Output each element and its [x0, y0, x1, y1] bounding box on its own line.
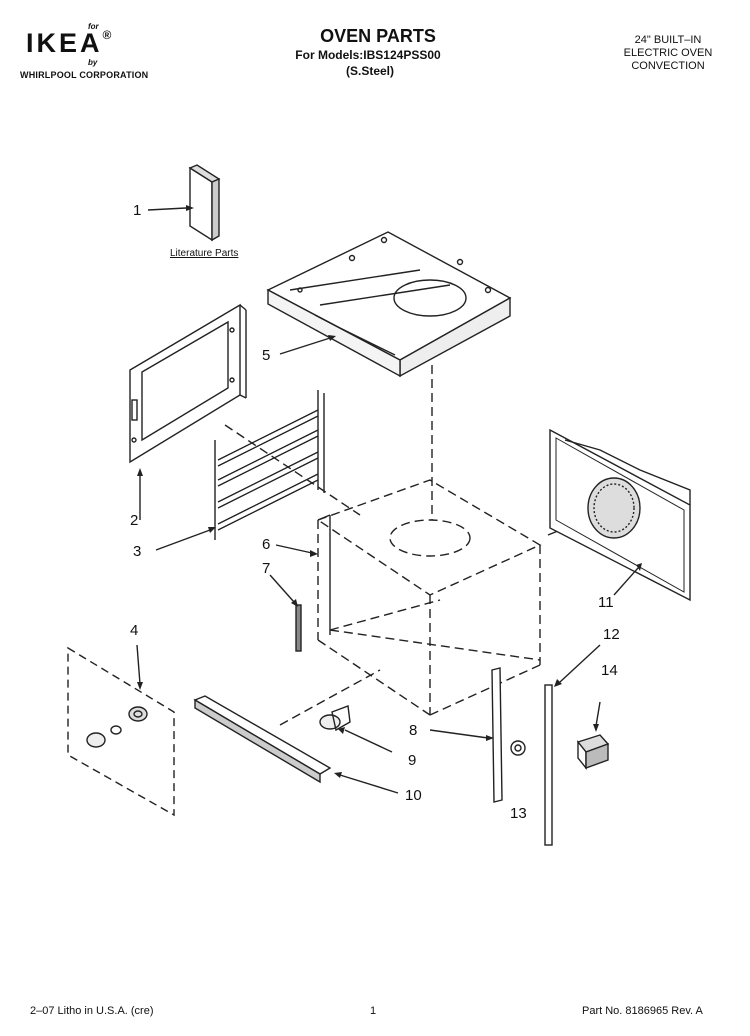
product-type-line2: ELECTRIC OVEN: [623, 47, 713, 59]
product-type-line3: CONVECTION: [631, 60, 705, 72]
registered-mark: ®: [102, 28, 112, 42]
callout-11: 11: [598, 594, 614, 611]
leader-line-4: [136, 644, 141, 685]
door-latch-drawing: [319, 705, 351, 732]
top-panel-drawing: [266, 231, 512, 378]
finish-label: (S.Steel): [345, 64, 394, 78]
front-frame-drawing: [317, 514, 331, 635]
leader-line-7: [269, 574, 295, 603]
literature-booklet-drawing: [188, 164, 221, 242]
vertical-trim-drawing: [544, 684, 553, 846]
callout-2: 2: [130, 512, 139, 529]
leader-line-10: [339, 774, 399, 794]
ikea-logo: IKEA®: [26, 28, 111, 59]
bottom-trim-drawing: [193, 695, 332, 784]
oven-cavity-drawing: [224, 365, 591, 726]
manufacturer-name: WHIRLPOOL CORPORATION: [20, 70, 149, 80]
callout-8: 8: [409, 722, 418, 739]
leader-line-9: [344, 729, 393, 753]
leader-line-6: [275, 544, 313, 554]
callout-7: 7: [262, 560, 271, 577]
logo-wordmark: IKEA: [26, 28, 103, 58]
leader-line-5: [279, 337, 331, 355]
leader-line-3: [155, 529, 211, 551]
oven-racks-drawing: [214, 390, 325, 540]
part-number: Part No. 8186965 Rev. A: [582, 1005, 703, 1017]
callout-9: 9: [408, 752, 417, 769]
leader-line-11: [613, 567, 639, 596]
product-type-line1: 24" BUILT–IN: [634, 34, 702, 46]
print-info: 2–07 Litho in U.S.A. (cre): [30, 1005, 154, 1017]
electrical-module-drawing: [576, 734, 610, 770]
control-knob-drawing: [67, 646, 175, 817]
callout-5: 5: [262, 347, 271, 364]
callout-6: 6: [262, 536, 271, 553]
leader-line-8: [429, 729, 489, 739]
callout-3: 3: [133, 543, 142, 560]
page-title: OVEN PARTS: [320, 26, 436, 46]
convection-fan-cover-drawing: [549, 428, 691, 602]
grommet-drawing: [510, 740, 526, 756]
callout-1: 1: [133, 202, 142, 219]
literature-parts-label: Literature Parts: [170, 248, 239, 259]
callout-14: 14: [601, 662, 618, 679]
leader-line-14: [595, 701, 601, 727]
leader-line-1: [147, 207, 187, 211]
gasket-drawing: [295, 604, 302, 652]
callout-10: 10: [405, 787, 422, 804]
leader-line-12: [559, 644, 601, 683]
logo-by-text: by: [88, 58, 98, 67]
callout-12: 12: [603, 626, 620, 643]
model-number: For Models:IBS124PSS00: [295, 48, 441, 62]
side-frame-drawing: [129, 303, 247, 464]
page-number: 1: [370, 1005, 377, 1017]
callout-13: 13: [510, 805, 527, 822]
callout-4: 4: [130, 622, 139, 639]
logo-for-text: for: [88, 22, 99, 31]
side-vent-drawing: [491, 667, 503, 803]
